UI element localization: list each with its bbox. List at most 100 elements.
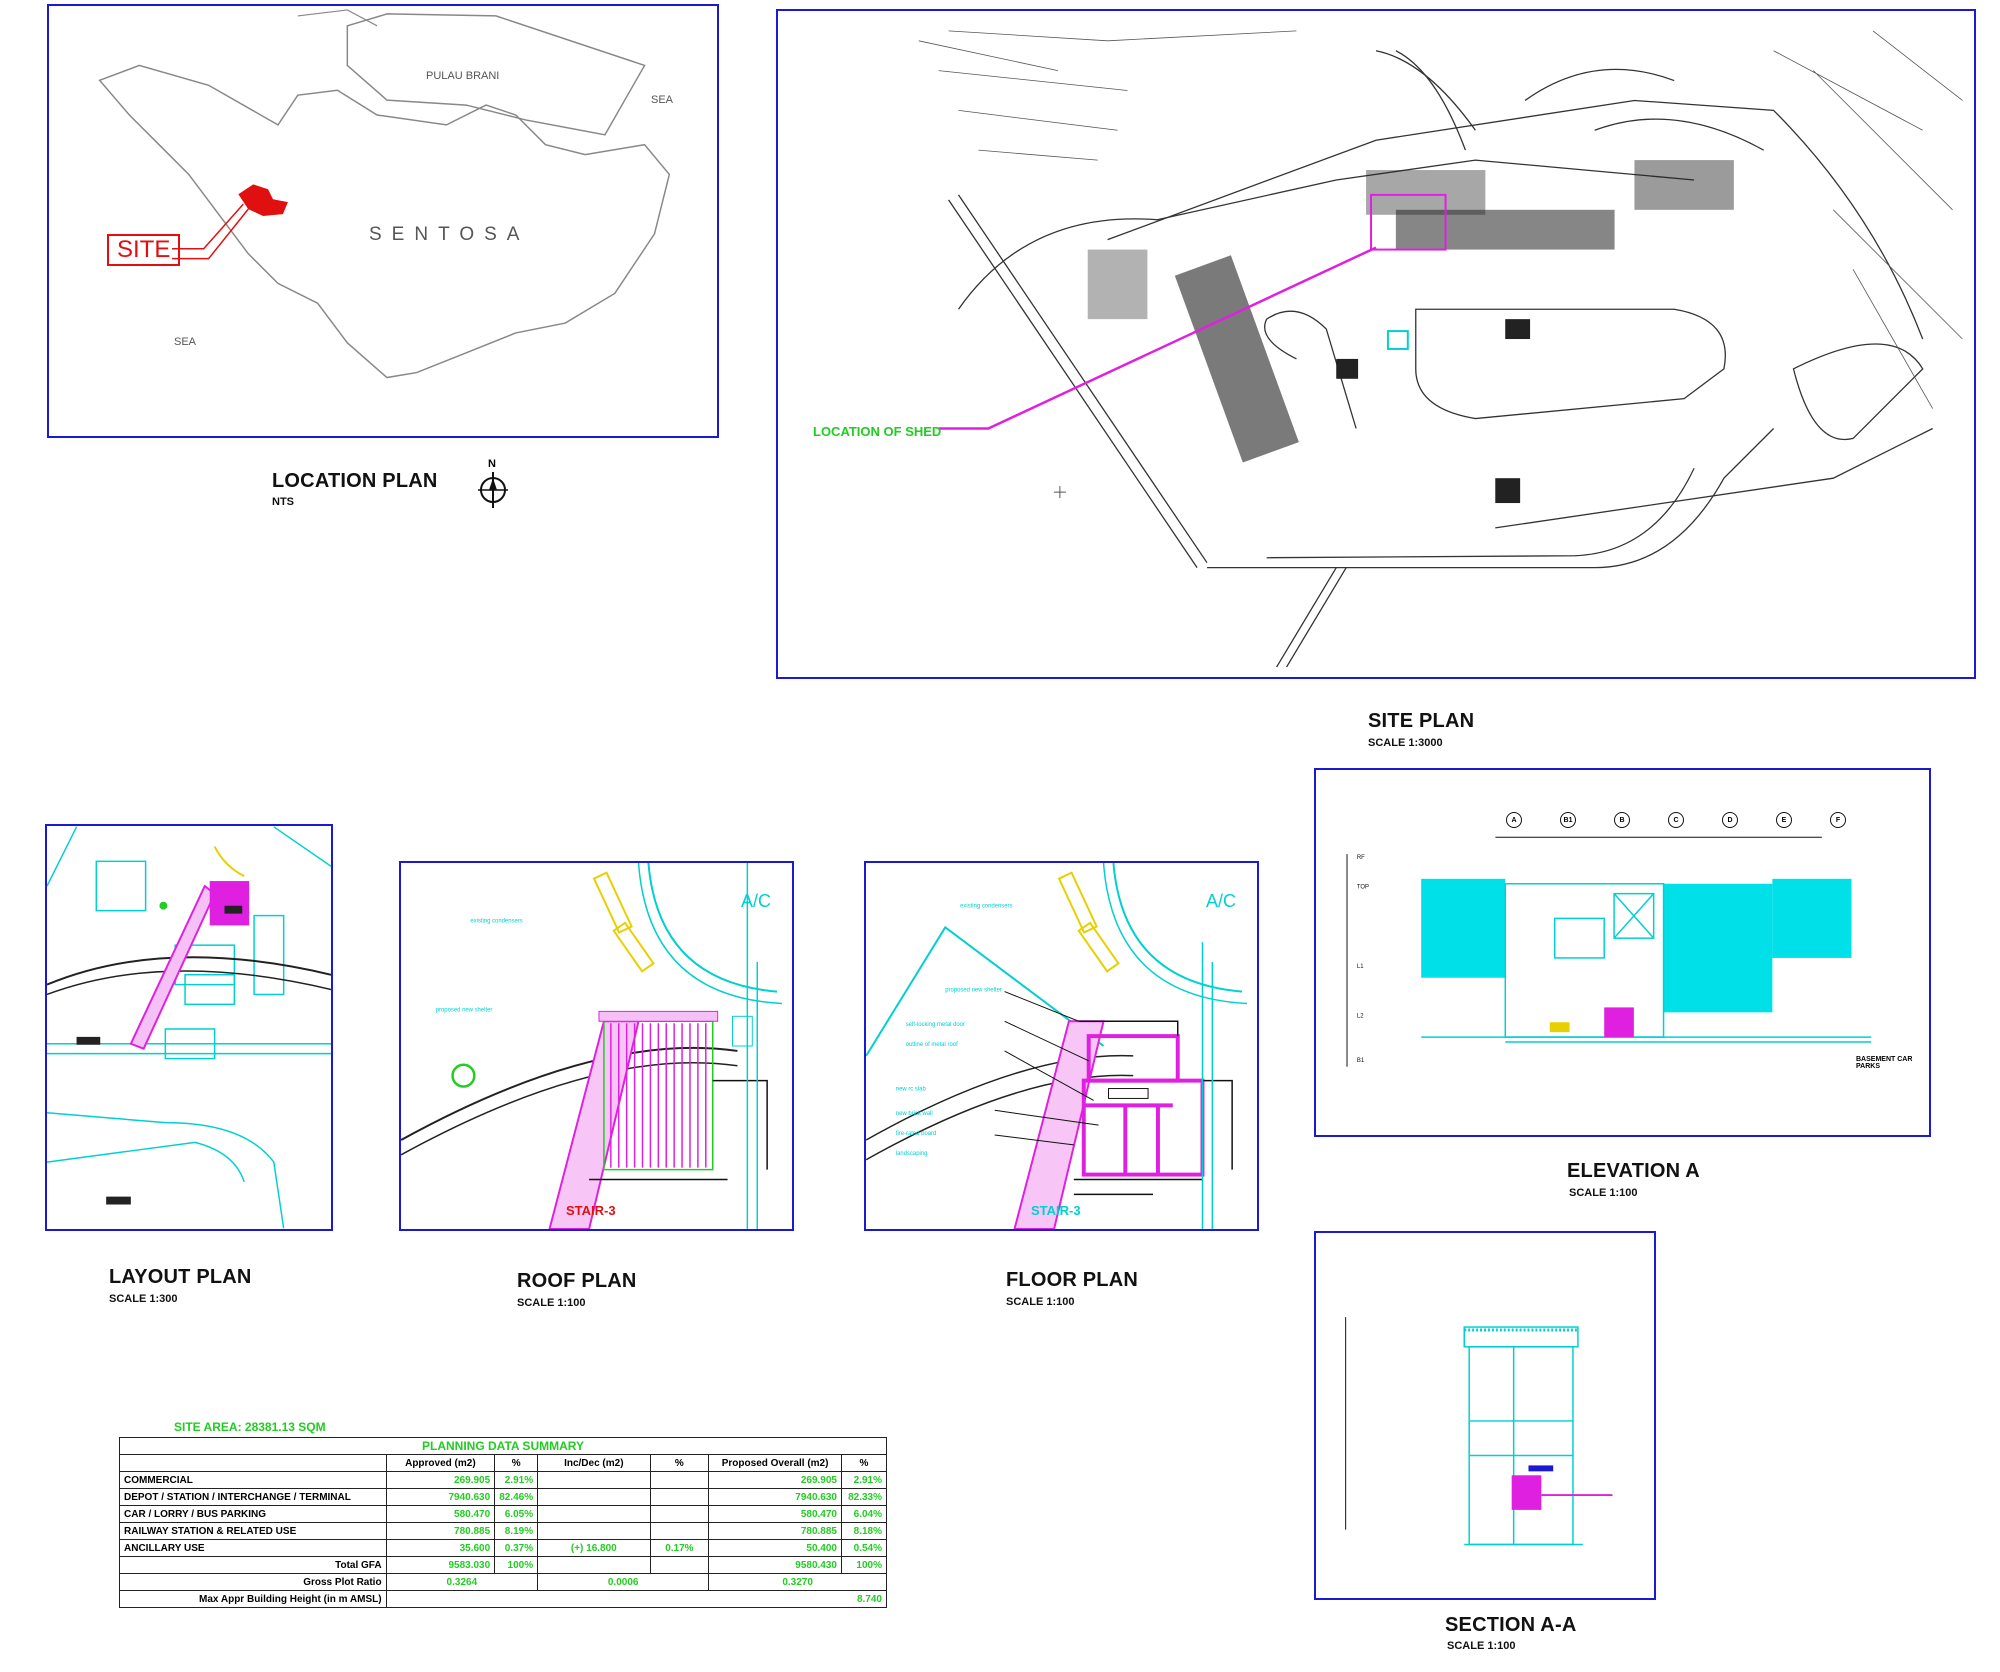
svg-text:new brick wall: new brick wall bbox=[896, 1111, 933, 1117]
shed-callout-leader bbox=[938, 246, 1377, 430]
table-row-gross-plot-ratio: Gross Plot Ratio 0.3264 0.0006 0.3270 bbox=[119, 1573, 887, 1591]
cell-label: DEPOT / STATION / INTERCHANGE / TERMINAL bbox=[119, 1488, 387, 1506]
pulau-brani-label: PULAU BRANI bbox=[426, 70, 500, 82]
cell-incdec-pct bbox=[649, 1488, 710, 1506]
grid-bubble: D bbox=[1722, 812, 1738, 828]
column-header: % bbox=[649, 1454, 710, 1472]
layout-plan-frame bbox=[45, 824, 333, 1231]
shed-location-marker bbox=[1370, 193, 1447, 251]
cell-approved-pct: 82.46% bbox=[494, 1488, 539, 1506]
svg-text:existing condensers: existing condensers bbox=[960, 904, 1012, 910]
column-header: % bbox=[494, 1454, 539, 1472]
location-plan-map bbox=[98, 9, 671, 379]
sentosa-outline bbox=[98, 64, 671, 379]
site-plan-frame: LOCATION OF SHED bbox=[776, 9, 1976, 679]
sea-label: SEA bbox=[651, 94, 674, 106]
svg-text:new rc slab: new rc slab bbox=[896, 1087, 927, 1093]
floor-plan-title: FLOOR PLAN bbox=[1006, 1269, 1138, 1291]
site-area-label: SITE AREA: 28381.13 SQM bbox=[174, 1420, 326, 1434]
cell-label: ANCILLARY USE bbox=[119, 1539, 387, 1557]
cell-proposed-pct: 6.04% bbox=[840, 1505, 888, 1523]
svg-text:self-locking metal door: self-locking metal door bbox=[906, 1022, 965, 1028]
svg-text:proposed new shelter: proposed new shelter bbox=[436, 1007, 493, 1013]
grid-bubble: B bbox=[1614, 812, 1630, 828]
section-aa-scale: SCALE 1:100 bbox=[1447, 1640, 1516, 1652]
svg-text:L2: L2 bbox=[1357, 1013, 1364, 1019]
svg-text:fire-rated board: fire-rated board bbox=[896, 1131, 937, 1137]
cell-label: RAILWAY STATION & RELATED USE bbox=[119, 1522, 387, 1540]
column-header: % bbox=[840, 1454, 888, 1472]
cell-proposed-pct: 82.33% bbox=[840, 1488, 888, 1506]
cell-incdec-pct: 0.17% bbox=[649, 1539, 710, 1557]
north-arrow-icon: N bbox=[476, 458, 510, 508]
stair-label: STAIR-3 bbox=[1031, 1203, 1081, 1218]
cell-proposed: 780.885 bbox=[708, 1522, 842, 1540]
table-row: RAILWAY STATION & RELATED USE 780.885 8.19… bbox=[119, 1522, 888, 1540]
elevation-a-scale: SCALE 1:100 bbox=[1569, 1187, 1638, 1199]
shed-elevation bbox=[1604, 1007, 1634, 1038]
roof-plan-scale: SCALE 1:100 bbox=[517, 1297, 586, 1309]
location-plan-frame: SEA SEA PULAU BRANI SENTOSA SITE bbox=[47, 4, 719, 438]
site-plan-scale: SCALE 1:3000 bbox=[1368, 737, 1443, 749]
cell-approved-pct: 2.91% bbox=[494, 1471, 539, 1489]
cell-proposed: 7940.630 bbox=[708, 1488, 842, 1506]
grid-bubble: A bbox=[1506, 812, 1522, 828]
grid-bubble: B1 bbox=[1560, 812, 1576, 828]
cell-label: CAR / LORRY / BUS PARKING bbox=[119, 1505, 387, 1523]
cell-approved: 269.905 bbox=[385, 1471, 496, 1489]
cell-approved-pct: 6.05% bbox=[494, 1505, 539, 1523]
cell-incdec bbox=[537, 1488, 651, 1506]
table-row-total-gfa: Total GFA 9583.030 100% 9580.430 100% bbox=[119, 1556, 888, 1574]
svg-text:proposed new shelter: proposed new shelter bbox=[945, 988, 1002, 994]
section-aa-drawing bbox=[1345, 1317, 1613, 1546]
floor-plan-scale: SCALE 1:100 bbox=[1006, 1296, 1075, 1308]
cell-incdec-pct bbox=[649, 1522, 710, 1540]
cell-proposed: 50.400 bbox=[708, 1539, 842, 1557]
site-marker bbox=[238, 184, 288, 217]
svg-text:B1: B1 bbox=[1357, 1058, 1364, 1064]
grid-bubble: C bbox=[1668, 812, 1684, 828]
cell-proposed: 269.905 bbox=[708, 1471, 842, 1489]
cell-proposed-pct: 8.18% bbox=[840, 1522, 888, 1540]
elevation-a-title: ELEVATION A bbox=[1567, 1160, 1700, 1182]
cell-incdec-pct bbox=[649, 1471, 710, 1489]
sentosa-label: SENTOSA bbox=[369, 224, 530, 245]
cell-incdec: (+) 16.800 bbox=[537, 1539, 651, 1557]
sea-label: SEA bbox=[174, 336, 197, 348]
svg-text:existing condensers: existing condensers bbox=[470, 918, 522, 924]
cell-incdec bbox=[537, 1471, 651, 1489]
svg-text:TOP: TOP bbox=[1357, 885, 1369, 891]
column-header: Inc/Dec (m2) bbox=[537, 1454, 651, 1472]
section-aa-frame bbox=[1314, 1231, 1656, 1600]
cell-incdec bbox=[537, 1505, 651, 1523]
cell-approved-pct: 0.37% bbox=[494, 1539, 539, 1557]
planning-data-summary-table: PLANNING DATA SUMMARY Approved (m2)%Inc/… bbox=[119, 1437, 888, 1608]
cell-approved-pct: 8.19% bbox=[494, 1522, 539, 1540]
svg-text:landscaping: landscaping bbox=[896, 1151, 928, 1157]
cell-incdec-pct bbox=[649, 1505, 710, 1523]
cell-incdec bbox=[537, 1522, 651, 1540]
column-header: Approved (m2) bbox=[385, 1454, 496, 1472]
svg-text:RF: RF bbox=[1357, 855, 1365, 861]
grid-bubble: E bbox=[1776, 812, 1792, 828]
basement-car-parks-note: BASEMENT CAR PARKS bbox=[1856, 1056, 1913, 1070]
roof-plan-frame: existing condensers proposed new shelter… bbox=[399, 861, 794, 1231]
section-aa-title: SECTION A-A bbox=[1445, 1614, 1577, 1636]
cell-proposed: 580.470 bbox=[708, 1505, 842, 1523]
cell-label: COMMERCIAL bbox=[119, 1471, 387, 1489]
table-row-max-height: Max Appr Building Height (in m AMSL) 8.7… bbox=[119, 1590, 888, 1608]
cell-approved: 7940.630 bbox=[385, 1488, 496, 1506]
floor-plan-drawing: existing condensers proposed new shelter s… bbox=[866, 863, 1248, 1229]
location-plan-title: LOCATION PLAN bbox=[272, 470, 438, 492]
cell-proposed-pct: 0.54% bbox=[840, 1539, 888, 1557]
roof-plan-title: ROOF PLAN bbox=[517, 1270, 637, 1292]
floor-plan-frame: existing condensers proposed new shelter s… bbox=[864, 861, 1259, 1231]
location-of-shed-callout: LOCATION OF SHED bbox=[813, 424, 942, 439]
site-plan-drawing bbox=[918, 30, 1963, 668]
layout-plan-drawing bbox=[47, 826, 331, 1229]
